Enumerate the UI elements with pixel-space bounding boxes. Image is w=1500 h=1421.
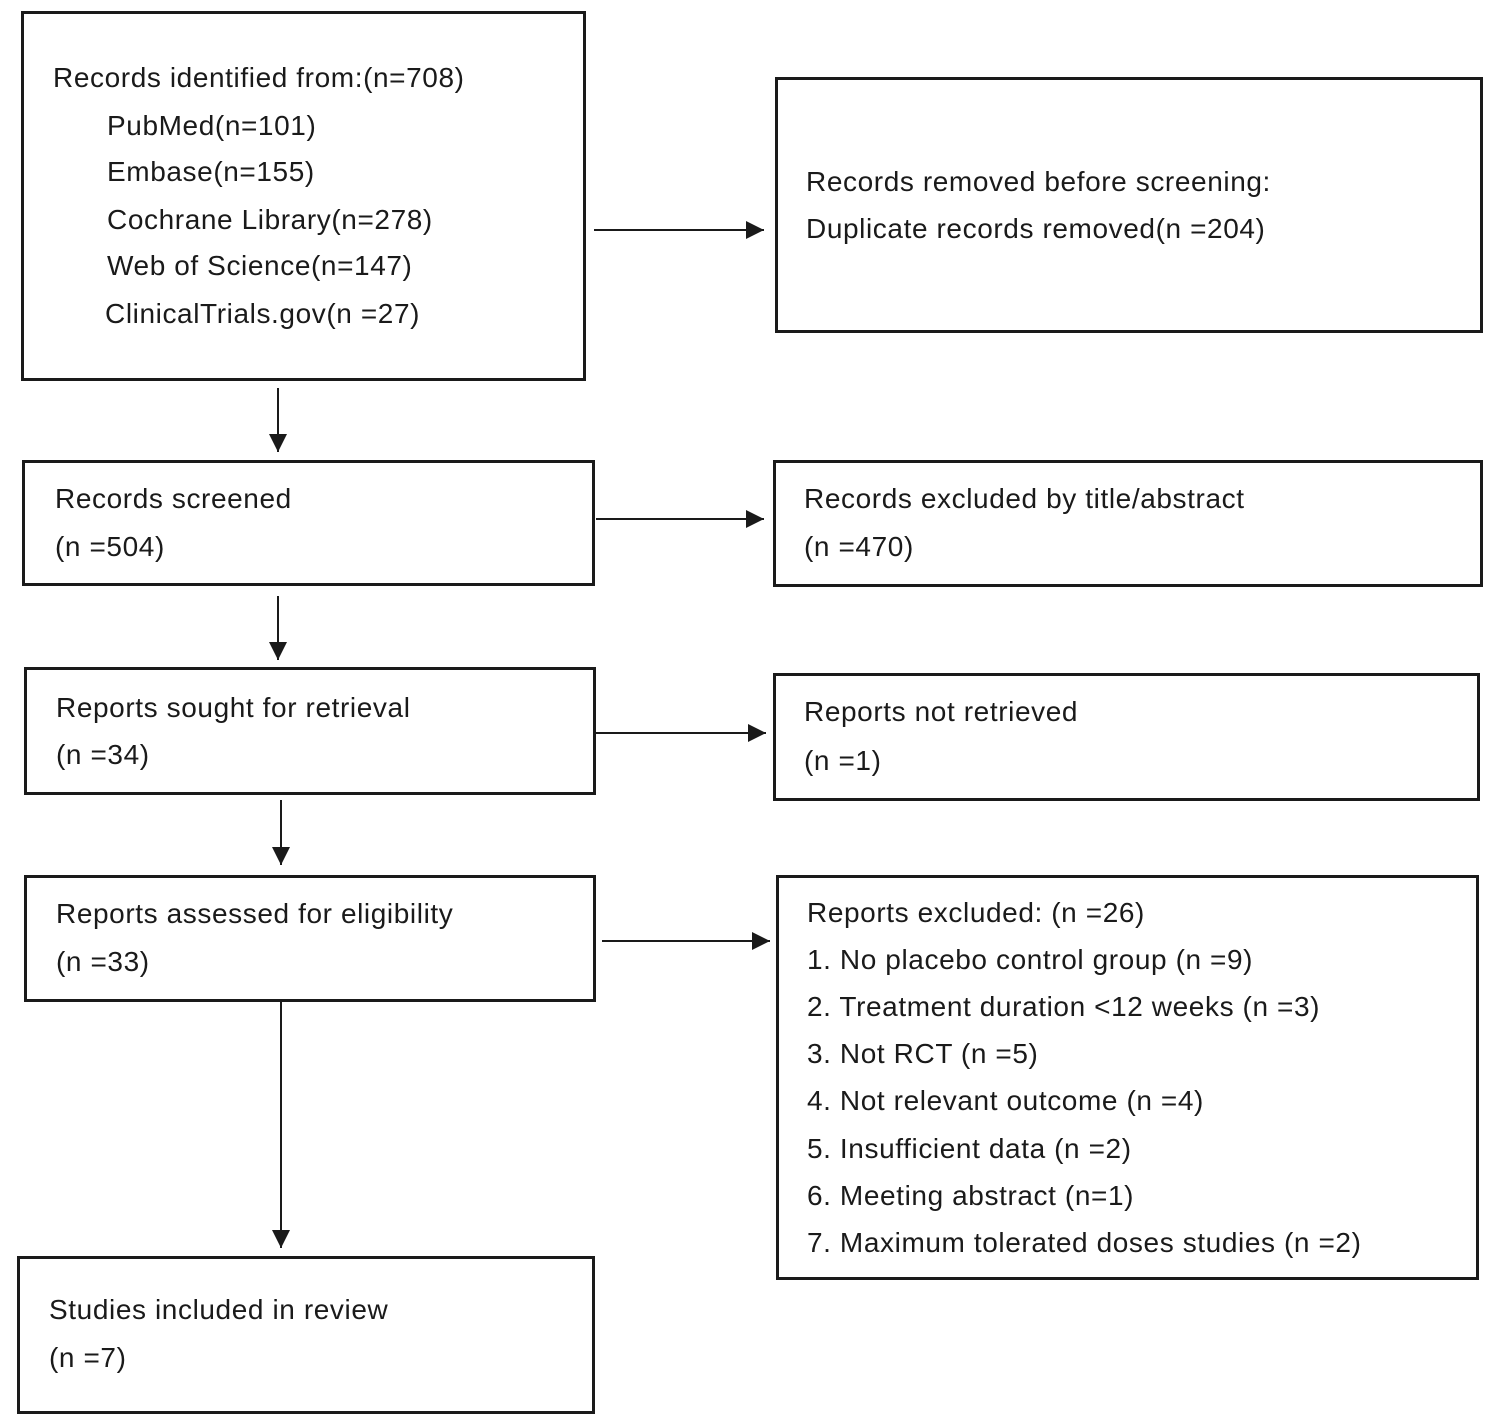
included-count: (n =7) xyxy=(49,1342,127,1373)
screened-box xyxy=(22,460,595,586)
source-cochrane: Cochrane Library(n=278) xyxy=(107,204,433,235)
identification-heading: Records identified from:(n=708) xyxy=(53,62,465,93)
source-clinicaltrials: ClinicalTrials.gov(n =27) xyxy=(105,298,421,329)
exclusion-reason-3: 3. Not RCT (n =5) xyxy=(807,1038,1039,1069)
included-box xyxy=(17,1256,595,1414)
sought-box xyxy=(24,667,596,795)
not-retrieved-count: (n =1) xyxy=(804,745,882,776)
exclusion-reason-7: 7. Maximum tolerated doses studies (n =2… xyxy=(807,1227,1362,1258)
removed-line2: Duplicate records removed(n =204) xyxy=(806,213,1266,244)
removed-box xyxy=(775,77,1483,333)
source-web-of-science: Web of Science(n=147) xyxy=(107,250,413,281)
excluded-title-count: (n =470) xyxy=(804,531,914,562)
sought-count: (n =34) xyxy=(56,739,150,770)
reports-excluded-heading: Reports excluded: (n =26) xyxy=(807,897,1145,928)
sought-label: Reports sought for retrieval xyxy=(56,692,411,723)
identification-box xyxy=(21,11,586,381)
reports-excluded-box xyxy=(776,875,1479,1280)
removed-line1: Records removed before screening: xyxy=(806,166,1271,197)
screened-count: (n =504) xyxy=(55,531,165,562)
screened-label: Records screened xyxy=(55,483,292,514)
not-retrieved-box xyxy=(773,673,1480,801)
exclusion-reason-6: 6. Meeting abstract (n=1) xyxy=(807,1180,1135,1211)
assessed-label: Reports assessed for eligibility xyxy=(56,898,454,929)
source-pubmed: PubMed(n=101) xyxy=(107,110,317,141)
assessed-count: (n =33) xyxy=(56,946,150,977)
exclusion-reason-2: 2. Treatment duration <12 weeks (n =3) xyxy=(807,991,1321,1022)
exclusion-reason-4: 4. Not relevant outcome (n =4) xyxy=(807,1085,1204,1116)
included-label: Studies included in review xyxy=(49,1294,389,1325)
exclusion-reason-1: 1. No placebo control group (n =9) xyxy=(807,944,1254,975)
excluded-title-label: Records excluded by title/abstract xyxy=(804,483,1245,514)
exclusion-reason-5: 5. Insufficient data (n =2) xyxy=(807,1133,1132,1164)
not-retrieved-label: Reports not retrieved xyxy=(804,696,1079,727)
excluded-title-box xyxy=(773,460,1483,587)
source-embase: Embase(n=155) xyxy=(107,156,315,187)
assessed-box xyxy=(24,875,596,1002)
